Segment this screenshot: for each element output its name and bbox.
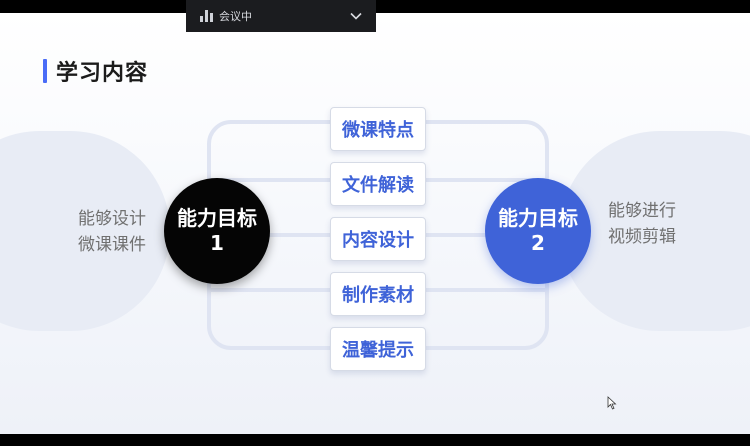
- topic-box-4: 制作素材: [330, 272, 426, 316]
- left-decor-blob: [0, 131, 170, 331]
- goal-right-description: 能够进行 视频剪辑: [598, 198, 686, 250]
- presentation-slide: 学习内容 能够设计 微课课件 能力目标 1 微课特点 文件解读 内容设计 制作素…: [0, 13, 750, 434]
- topic-label: 文件解读: [342, 175, 414, 196]
- bottom-black-bar: [0, 434, 750, 446]
- goal-circle-1: 能力目标 1: [164, 178, 270, 284]
- goal-right-description-line: 视频剪辑: [608, 227, 676, 247]
- slide-title: 学习内容: [43, 55, 148, 87]
- topic-label: 微课特点: [342, 120, 414, 141]
- chevron-down-icon[interactable]: [350, 12, 362, 20]
- topic-label: 温馨提示: [342, 340, 414, 361]
- goal-circle-1-label: 能力目标: [177, 206, 257, 230]
- goal-left-description-line: 微课课件: [78, 235, 146, 255]
- goal-left-description-line: 能够设计: [78, 209, 146, 229]
- topic-box-5: 温馨提示: [330, 327, 426, 371]
- goal-circle-1-number: 1: [210, 231, 224, 255]
- goal-circle-2-label: 能力目标: [498, 206, 578, 230]
- meeting-status-label: 会议中: [219, 10, 252, 23]
- goal-circle-2-number: 2: [531, 231, 545, 255]
- topic-label: 内容设计: [342, 230, 414, 251]
- right-decor-blob: [560, 131, 750, 331]
- goal-right-description-line: 能够进行: [608, 201, 676, 221]
- topic-box-3: 内容设计: [330, 217, 426, 261]
- mouse-pointer-icon: [607, 396, 617, 410]
- goal-circle-2: 能力目标 2: [485, 178, 591, 284]
- goal-left-description: 能够设计 微课课件: [68, 206, 156, 258]
- meeting-status-bar[interactable]: 会议中: [186, 0, 376, 32]
- topic-label: 制作素材: [342, 285, 414, 306]
- topic-box-2: 文件解读: [330, 162, 426, 206]
- signal-bars-icon: [200, 10, 213, 22]
- slide-title-text: 学习内容: [56, 61, 149, 86]
- title-accent-bar: [43, 59, 47, 83]
- topic-box-1: 微课特点: [330, 107, 426, 151]
